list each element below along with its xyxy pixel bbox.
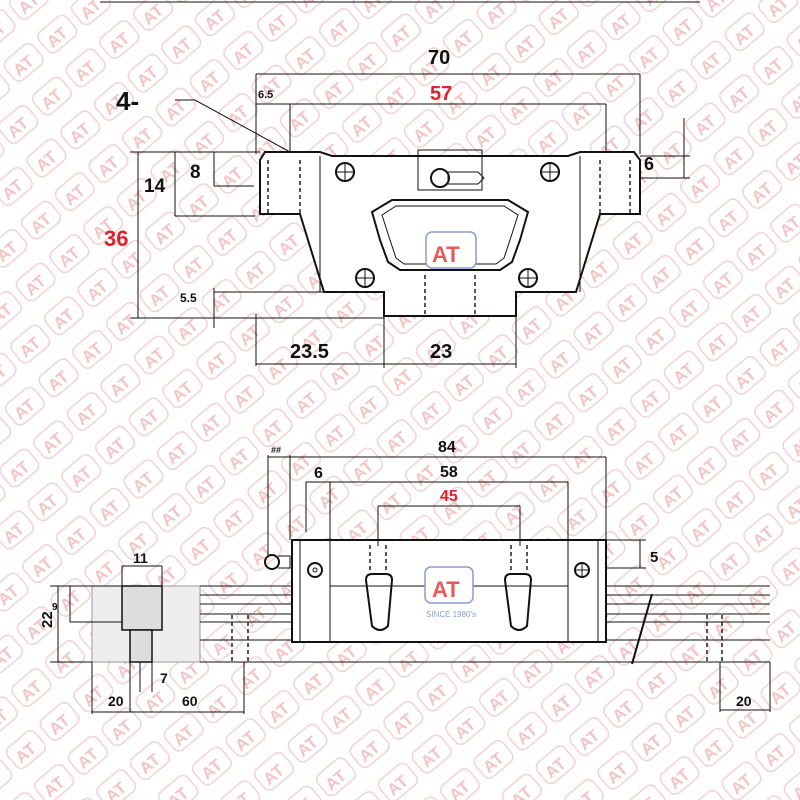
counterbore	[121, 585, 163, 631]
dim-cb-depth: 9	[52, 602, 58, 613]
dim-rail-width: 23	[430, 341, 452, 363]
dim-hole-pitch: 57	[430, 83, 452, 105]
grease-nipple-icon	[264, 554, 291, 570]
dim-hole-depth: 5	[650, 549, 658, 566]
dim-rail-height: 22	[39, 611, 56, 628]
grease-nipple-icon	[417, 149, 485, 191]
seal-hole-icon	[307, 562, 323, 578]
svg-text:AT: AT	[432, 242, 460, 267]
rail-profile	[370, 199, 530, 271]
dim-side-offset: 23.5	[290, 341, 329, 363]
hole-count-label: 4-	[116, 86, 139, 116]
seal-hole-icon	[574, 562, 590, 578]
dim-hole-spacing: 45	[440, 488, 458, 505]
dim-edge-offset: 6.5	[258, 89, 273, 101]
logo-tagline: SINCE 1980's	[426, 610, 476, 619]
dim-seal-offset: 6	[314, 465, 323, 482]
screw-icon	[540, 162, 560, 182]
dim-end-pitch-right: 20	[736, 693, 752, 709]
screw-icon	[355, 268, 375, 288]
dim-cb-diameter: 11	[133, 550, 148, 566]
side-view: AT SINCE 1980's ## 84 58 45 6 5 22 9 11 …	[39, 439, 771, 714]
dim-end-pitch: 20	[108, 693, 124, 709]
logo-watermark: AT	[425, 231, 477, 269]
dim-total-height: 36	[104, 226, 128, 251]
logo-text: AT	[432, 577, 460, 602]
dim-rail-pitch: 60	[182, 693, 198, 709]
dim-top-thickness: 6	[644, 154, 654, 174]
screw-icon	[518, 268, 538, 288]
front-view: AT 4- 70 57 6.5 6 14 8 36 5.5 23.5 23	[104, 47, 690, 368]
dim-body-length: 58	[440, 464, 458, 481]
dim-tap-depth: 8	[190, 162, 201, 183]
logo: AT SINCE 1980's	[424, 566, 476, 619]
dim-hole-diameter: 7	[160, 670, 168, 686]
screw-icon	[335, 162, 355, 182]
dim-flange-height: 14	[144, 176, 166, 197]
dim-rail-clearance: 5.5	[180, 291, 197, 305]
dim-width-total: 70	[428, 47, 450, 69]
dim-grease-offset: ##	[271, 445, 281, 455]
dim-block-length: 84	[438, 439, 456, 456]
